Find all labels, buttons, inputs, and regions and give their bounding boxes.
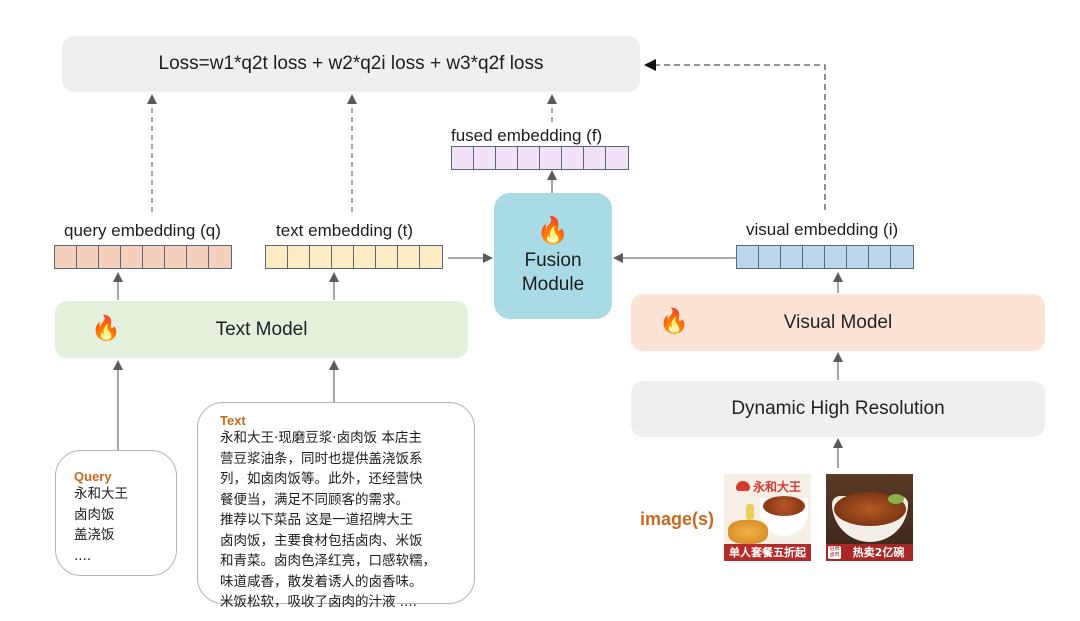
visual-model: 🔥 Visual Model bbox=[631, 294, 1045, 351]
text-title: Text bbox=[220, 413, 246, 428]
fire-icon: 🔥 bbox=[536, 215, 570, 245]
visual-model-label: Visual Model bbox=[783, 311, 893, 333]
embedding-cell bbox=[562, 147, 584, 169]
embedding-cell bbox=[55, 246, 77, 268]
query-line: 盖浇饭 bbox=[74, 527, 115, 543]
embedding-cell bbox=[77, 246, 99, 268]
text-line: 列，如卤肉饭等。此外，还经营快 bbox=[220, 471, 423, 487]
loss-formula-box: Loss=w1*q2t loss + w2*q2i loss + w3*q2f … bbox=[62, 36, 640, 92]
query-embedding-vector bbox=[54, 245, 232, 269]
promo-banner: 单人套餐五折起 bbox=[724, 544, 811, 561]
embedding-cell bbox=[187, 246, 209, 268]
text-model-label: Text Model bbox=[215, 318, 308, 340]
fused-embedding-vector bbox=[451, 146, 629, 170]
images-label: image(s) bbox=[640, 509, 715, 529]
visual-embedding-vector bbox=[736, 245, 914, 269]
embedding-cell bbox=[781, 246, 803, 268]
embedding-cell bbox=[310, 246, 332, 268]
embedding-cell bbox=[474, 147, 496, 169]
text-input-card: Text 永和大王·现磨豆浆·卤肉饭 本店主 营豆浆油条，同时也提供盖浇饭系 列… bbox=[197, 402, 475, 610]
promo-banner: 热卖2亿碗 bbox=[852, 546, 905, 559]
embedding-cell bbox=[143, 246, 165, 268]
embedding-cell bbox=[759, 246, 781, 268]
query-line: 永和大王 bbox=[74, 486, 128, 502]
text-embedding-vector bbox=[265, 245, 443, 269]
dynamic-resolution-label: Dynamic High Resolution bbox=[731, 398, 945, 419]
embedding-cell bbox=[496, 147, 518, 169]
text-line: 和青菜。卤肉色泽红亮，口感软糯， bbox=[220, 553, 436, 569]
embedding-cell bbox=[825, 246, 847, 268]
food-image-1: 永和大王 单人套餐五折起 bbox=[724, 474, 811, 561]
embedding-cell bbox=[121, 246, 143, 268]
text-line: 味道咸香，散发着诱人的卤香味。 bbox=[220, 573, 423, 590]
embedding-cell bbox=[584, 147, 606, 169]
fire-icon: 🔥 bbox=[91, 315, 121, 342]
text-line: 推荐以下菜品 这是一道招牌大王 bbox=[220, 512, 414, 528]
text-line: 卤肉饭，主要食材包括卤肉、米饭 bbox=[220, 532, 423, 549]
fusion-module: 🔥 Fusion Module bbox=[494, 193, 612, 319]
embedding-cell bbox=[354, 246, 376, 268]
query-line: 卤肉饭 bbox=[74, 506, 115, 523]
embedding-cell bbox=[266, 246, 288, 268]
text-embedding-label: text embedding (t) bbox=[276, 221, 414, 240]
i-to-loss-arrow bbox=[644, 59, 826, 210]
embedding-cell bbox=[891, 246, 913, 268]
text-line: 米饭松软，吸收了卤肉的汁液 .... bbox=[220, 594, 417, 610]
loss-formula: Loss=w1*q2t loss + w2*q2i loss + w3*q2f … bbox=[158, 53, 544, 74]
embedding-cell bbox=[398, 246, 420, 268]
query-input-card: Query 永和大王 卤肉饭 盖浇饭 .... bbox=[55, 450, 177, 576]
brand-name: 永和大王 bbox=[753, 480, 802, 494]
embedding-cell bbox=[376, 246, 398, 268]
embedding-cell bbox=[165, 246, 187, 268]
text-model: 🔥 Text Model bbox=[55, 301, 468, 358]
text-line: 永和大王·现磨豆浆·卤肉饭 本店主 bbox=[220, 430, 422, 446]
query-embedding-label: query embedding (q) bbox=[64, 221, 221, 240]
fused-embedding-label: fused embedding (f) bbox=[451, 126, 603, 145]
embedding-cell bbox=[737, 246, 759, 268]
visual-embedding-label: visual embedding (i) bbox=[746, 220, 899, 239]
embedding-cell bbox=[288, 246, 310, 268]
embedding-cell bbox=[803, 246, 825, 268]
embedding-cell bbox=[540, 147, 562, 169]
embedding-cell bbox=[869, 246, 891, 268]
embedding-cell bbox=[518, 147, 540, 169]
query-title: Query bbox=[74, 469, 112, 484]
embedding-cell bbox=[420, 246, 442, 268]
text-line: 餐便当，满足不同顾客的需求。 bbox=[220, 491, 409, 508]
embedding-cell bbox=[847, 246, 869, 268]
embedding-cell bbox=[99, 246, 121, 268]
embedding-cell bbox=[452, 147, 474, 169]
fusion-module-label-1: Fusion bbox=[524, 250, 582, 271]
embedding-cell bbox=[209, 246, 231, 268]
badge-icon: 招牌卤肉 bbox=[828, 546, 841, 559]
dynamic-high-resolution: Dynamic High Resolution bbox=[631, 381, 1045, 437]
embedding-cell bbox=[606, 147, 628, 169]
brand-logo-icon bbox=[736, 481, 750, 491]
food-image-2: 招牌卤肉 热卖2亿碗 bbox=[826, 474, 913, 561]
fusion-module-label-2: Module bbox=[521, 274, 585, 295]
query-line: .... bbox=[74, 547, 92, 564]
text-line: 营豆浆油条，同时也提供盖浇饭系 bbox=[220, 450, 423, 467]
embedding-cell bbox=[332, 246, 354, 268]
fire-icon: 🔥 bbox=[659, 308, 689, 335]
